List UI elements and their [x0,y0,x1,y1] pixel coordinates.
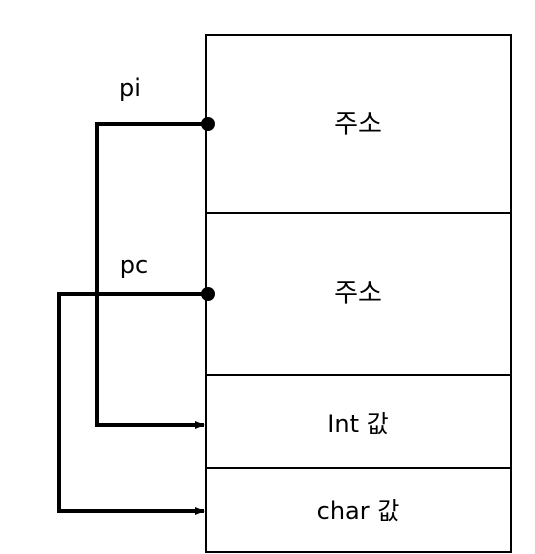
pointer-pi-label: pi [119,74,141,102]
memory-cell-address-1 [205,34,512,214]
memory-block: 주소 주소 Int 값 char 값 [205,34,512,553]
cell-address-1-label: 주소 [334,110,382,140]
pointer-pi: pi [95,74,215,429]
pointer-pi-arrow [95,122,208,429]
pointer-pc-arrow [57,292,208,515]
memory-cell-address-2 [205,212,512,376]
pointer-pc-origin-dot [201,287,215,301]
pointer-pc: pc [57,251,215,515]
cell-address-2-label: 주소 [334,279,382,309]
cell-char-value-label: char 값 [317,497,400,525]
memory-cell-int-value [205,374,512,469]
cell-int-value-label: Int 값 [327,410,388,438]
pointer-pi-origin-dot [201,117,215,131]
pointer-pc-label: pc [120,251,148,279]
memory-cell-char-value [205,467,512,553]
